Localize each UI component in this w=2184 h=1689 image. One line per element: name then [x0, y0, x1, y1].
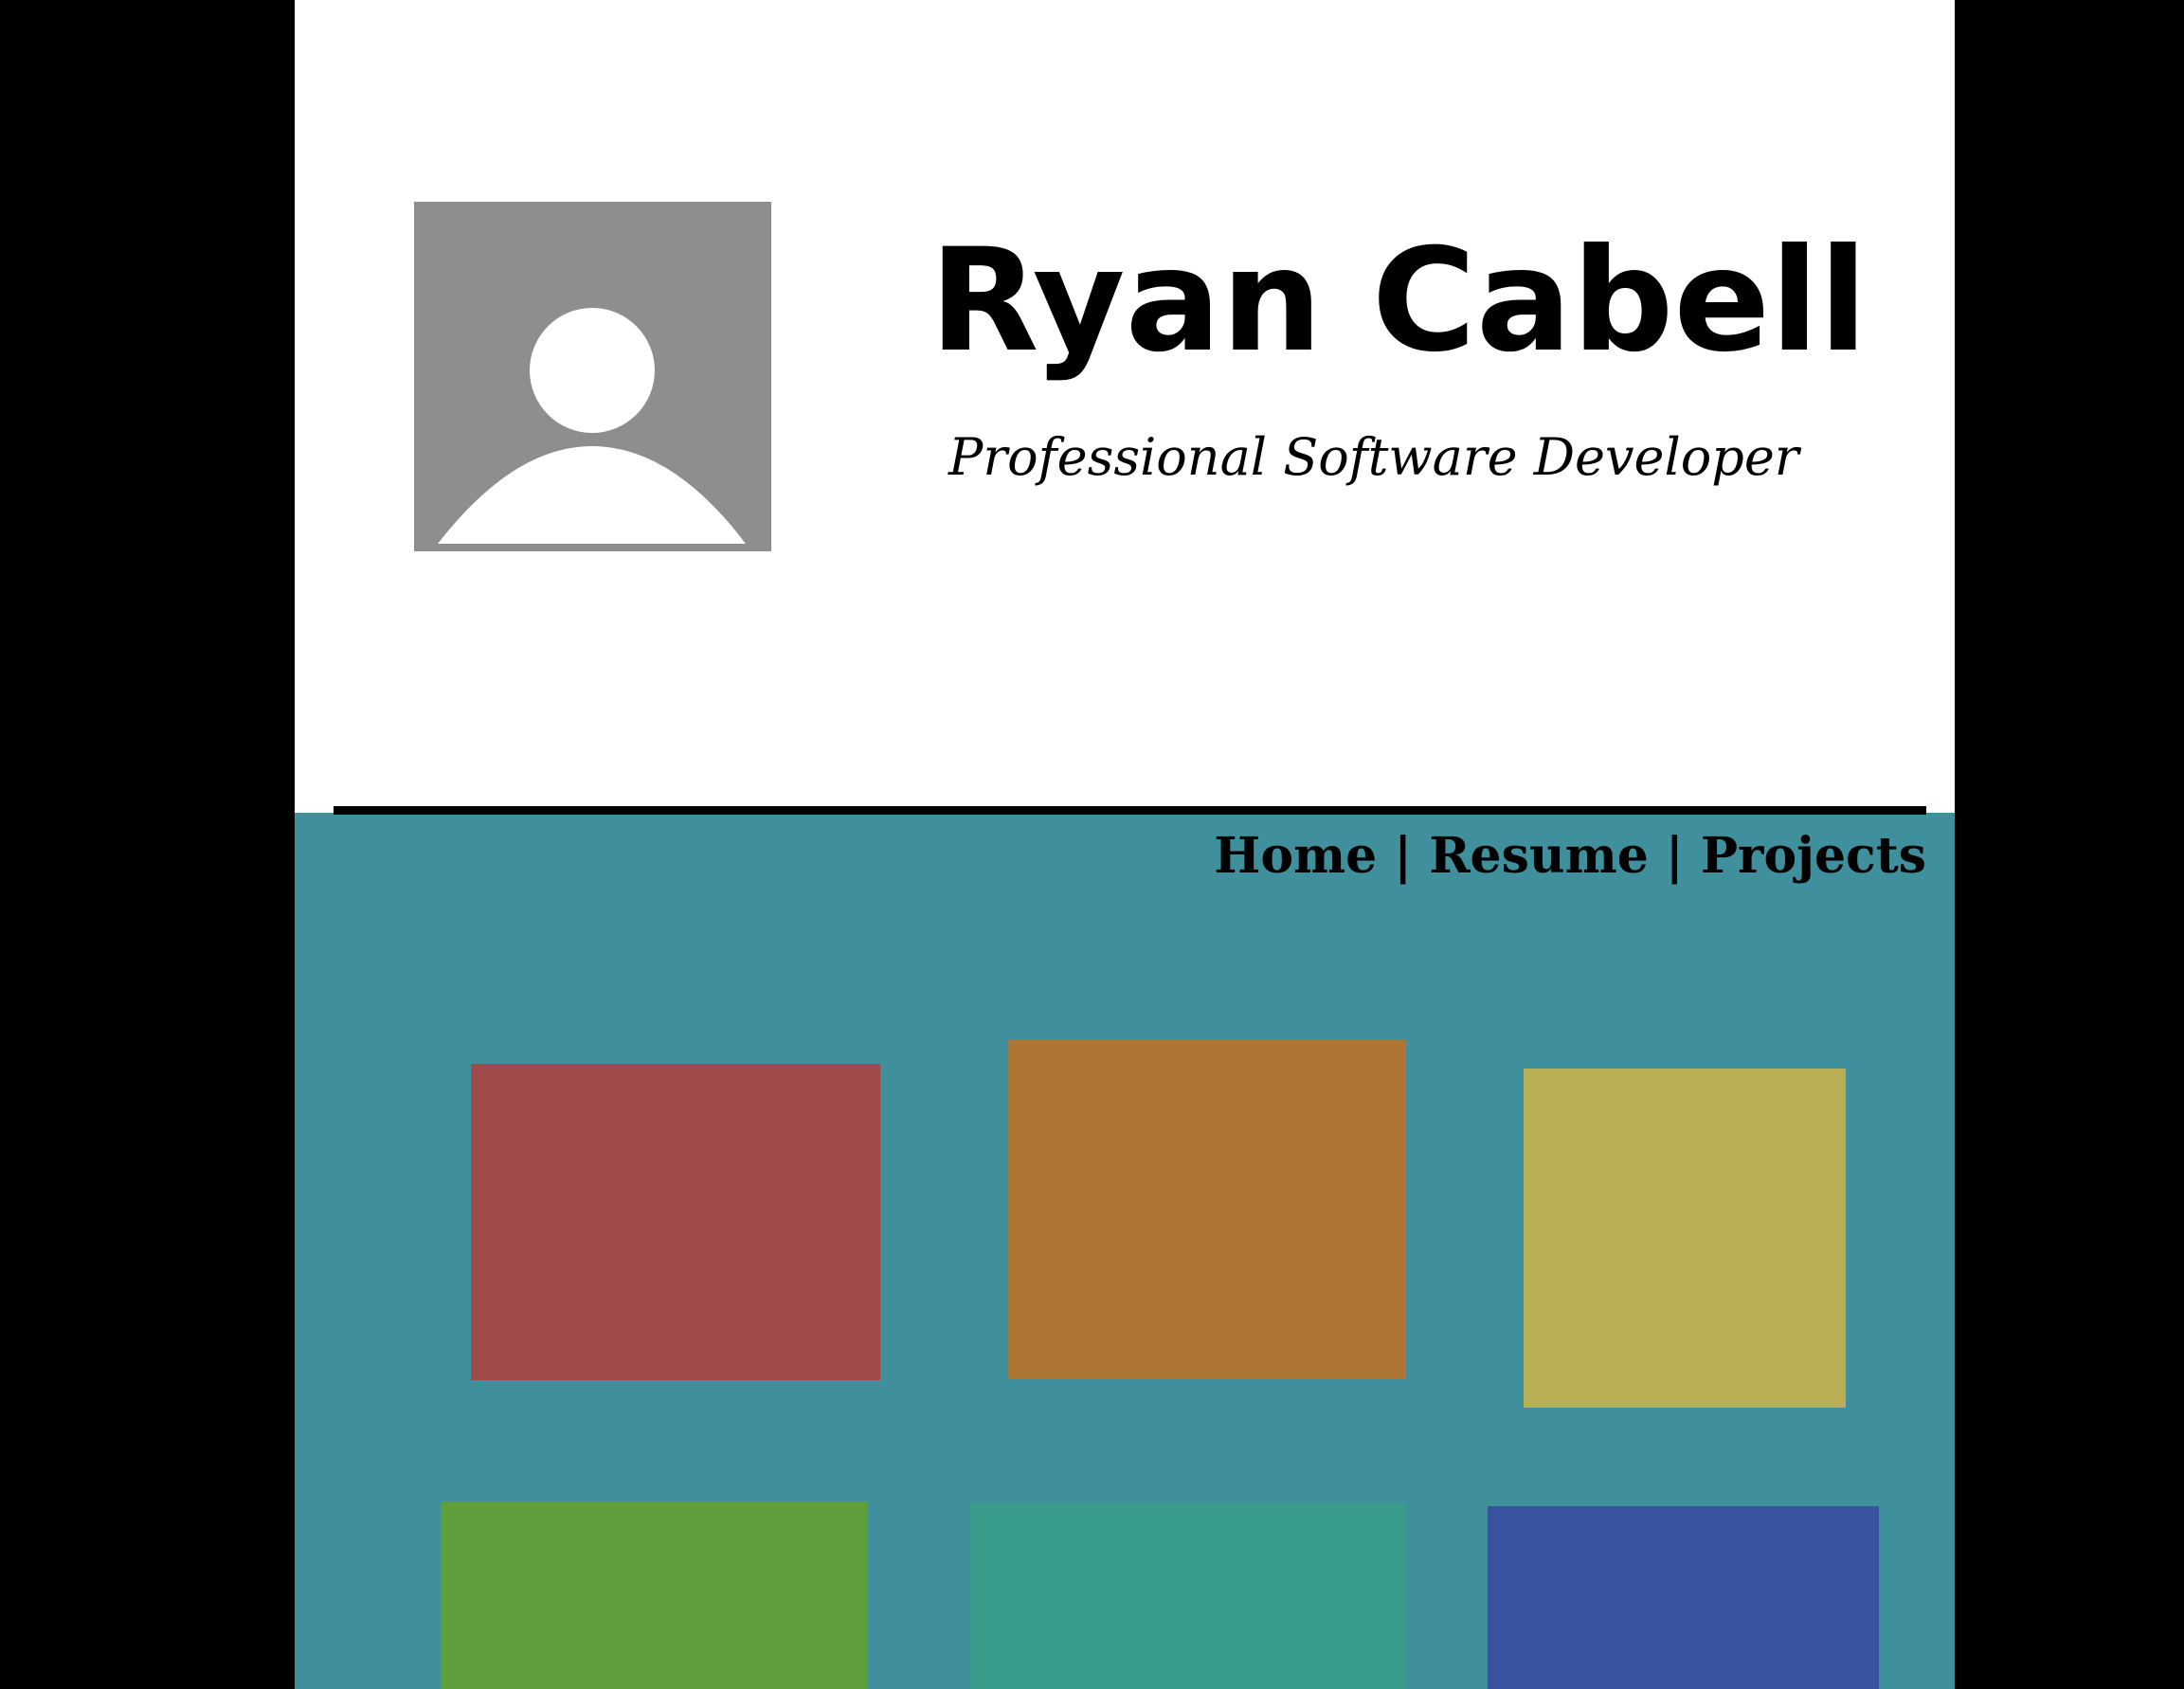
avatar-silhouette: [438, 308, 746, 544]
user-avatar-placeholder-icon: [414, 202, 771, 551]
project-tile-1[interactable]: [471, 1064, 880, 1380]
profile-tagline: Professional Software Developer: [948, 427, 1799, 487]
nav-separator: |: [1665, 827, 1684, 885]
nav-resume-link[interactable]: Resume: [1429, 827, 1649, 885]
project-tile-3[interactable]: [1524, 1069, 1846, 1408]
profile-name: Ryan Cabell: [930, 219, 1868, 384]
main-content: Home | Resume | Projects: [295, 813, 1955, 1689]
nav-separator: |: [1394, 827, 1413, 885]
project-tile-6[interactable]: [1488, 1506, 1879, 1689]
main-nav: Home | Resume | Projects: [1214, 822, 1926, 890]
nav-projects-link[interactable]: Projects: [1700, 827, 1926, 885]
profile-header: Ryan Cabell Professional Software Develo…: [295, 0, 1955, 813]
project-tile-2[interactable]: [1008, 1040, 1406, 1379]
portfolio-page: Ryan Cabell Professional Software Develo…: [295, 0, 1955, 1689]
project-tile-4[interactable]: [441, 1501, 868, 1689]
header-divider: [334, 806, 1926, 815]
project-tile-5[interactable]: [970, 1503, 1406, 1689]
nav-home-link[interactable]: Home: [1214, 827, 1378, 885]
